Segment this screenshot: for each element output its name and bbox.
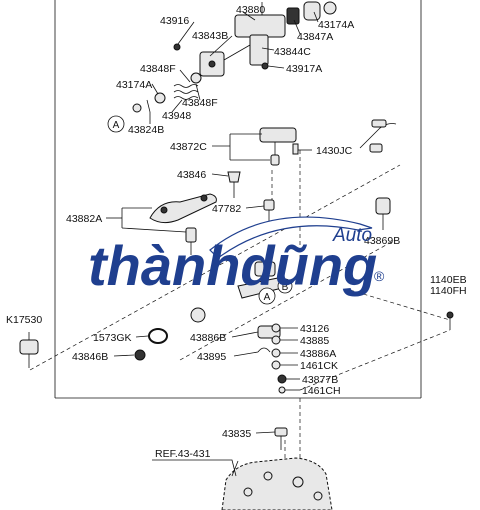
label-k17530: K17530 (6, 314, 42, 326)
watermark-logo: thànhdũng Auto ® (88, 216, 385, 297)
part-labels: 43880 43916 43174A 43847A 43843B 43844C … (6, 4, 467, 460)
label-43948: 43948 (162, 110, 191, 122)
label-1430jc: 1430JC (316, 145, 353, 157)
label-43880: 43880 (236, 4, 265, 16)
label-43844c: 43844C (274, 46, 311, 58)
bolt-43846 (227, 171, 241, 198)
seal-ring-1573gk (148, 328, 168, 344)
bolt-43835 (274, 427, 288, 450)
bolt-1140 (446, 311, 454, 330)
label-47782: 47782 (212, 203, 241, 215)
label-43886b: 43886B (190, 332, 226, 344)
svg-text:thànhdũng: thànhdũng (88, 234, 377, 297)
label-ref-43-431: REF.43-431 (155, 448, 211, 460)
guide-lines (29, 150, 451, 470)
label-43126: 43126 (300, 323, 329, 335)
label-1140eb: 1140EB (430, 274, 467, 286)
callout-a-mid: A (258, 287, 276, 305)
callout-a-left: A (107, 115, 125, 133)
leader-lines (106, 11, 319, 477)
label-43843b: 43843B (192, 30, 228, 42)
label-43916: 43916 (160, 15, 189, 27)
label-43835: 43835 (222, 428, 251, 440)
label-43846: 43846 (177, 169, 206, 181)
label-43848f-2: 43848F (182, 97, 218, 109)
k17530-plug (19, 332, 39, 368)
select-lever-43882a (149, 193, 217, 255)
cross-shaft (190, 261, 283, 323)
label-43847a: 43847A (297, 31, 333, 43)
small-parts-stack (257, 323, 287, 394)
shift-shaft-assembly (173, 1, 337, 77)
label-1573gk: 1573GK (93, 332, 132, 344)
label-1461ck: 1461CK (300, 360, 338, 372)
label-43869b: 43869B (364, 235, 400, 247)
label-43872c: 43872C (170, 141, 207, 153)
label-43885: 43885 (300, 335, 329, 347)
label-43174a-left: 43174A (116, 79, 152, 91)
bolt-43846b (134, 349, 146, 361)
label-43848f-1: 43848F (140, 63, 176, 75)
label-43917a: 43917A (286, 63, 322, 75)
label-43877b: 43877B (302, 374, 338, 386)
svg-text:Auto: Auto (332, 225, 372, 246)
detent-spring-parts (132, 72, 202, 113)
label-43886a: 43886A (300, 348, 336, 360)
label-43824b: 43824B (128, 124, 164, 136)
label-43174a-top: 43174A (318, 19, 354, 31)
label-1140fh: 1140FH (430, 285, 467, 297)
transmission-case (221, 457, 333, 510)
svg-text:A: A (264, 292, 271, 303)
svg-text:®: ® (374, 268, 385, 284)
shift-lever-bracket (259, 127, 299, 166)
svg-text:A: A (113, 120, 120, 131)
assembly-frame (54, 0, 422, 399)
label-1461ch: 1461CH (302, 385, 341, 397)
label-43846b: 43846B (72, 351, 108, 363)
sensor-wire (359, 119, 397, 153)
svg-text:B: B (282, 282, 289, 293)
switch-43869b (375, 197, 391, 230)
label-43882a: 43882A (66, 213, 102, 225)
label-43895: 43895 (197, 351, 226, 363)
bolt-47782 (263, 199, 275, 222)
callout-b-mid: B (277, 278, 293, 294)
